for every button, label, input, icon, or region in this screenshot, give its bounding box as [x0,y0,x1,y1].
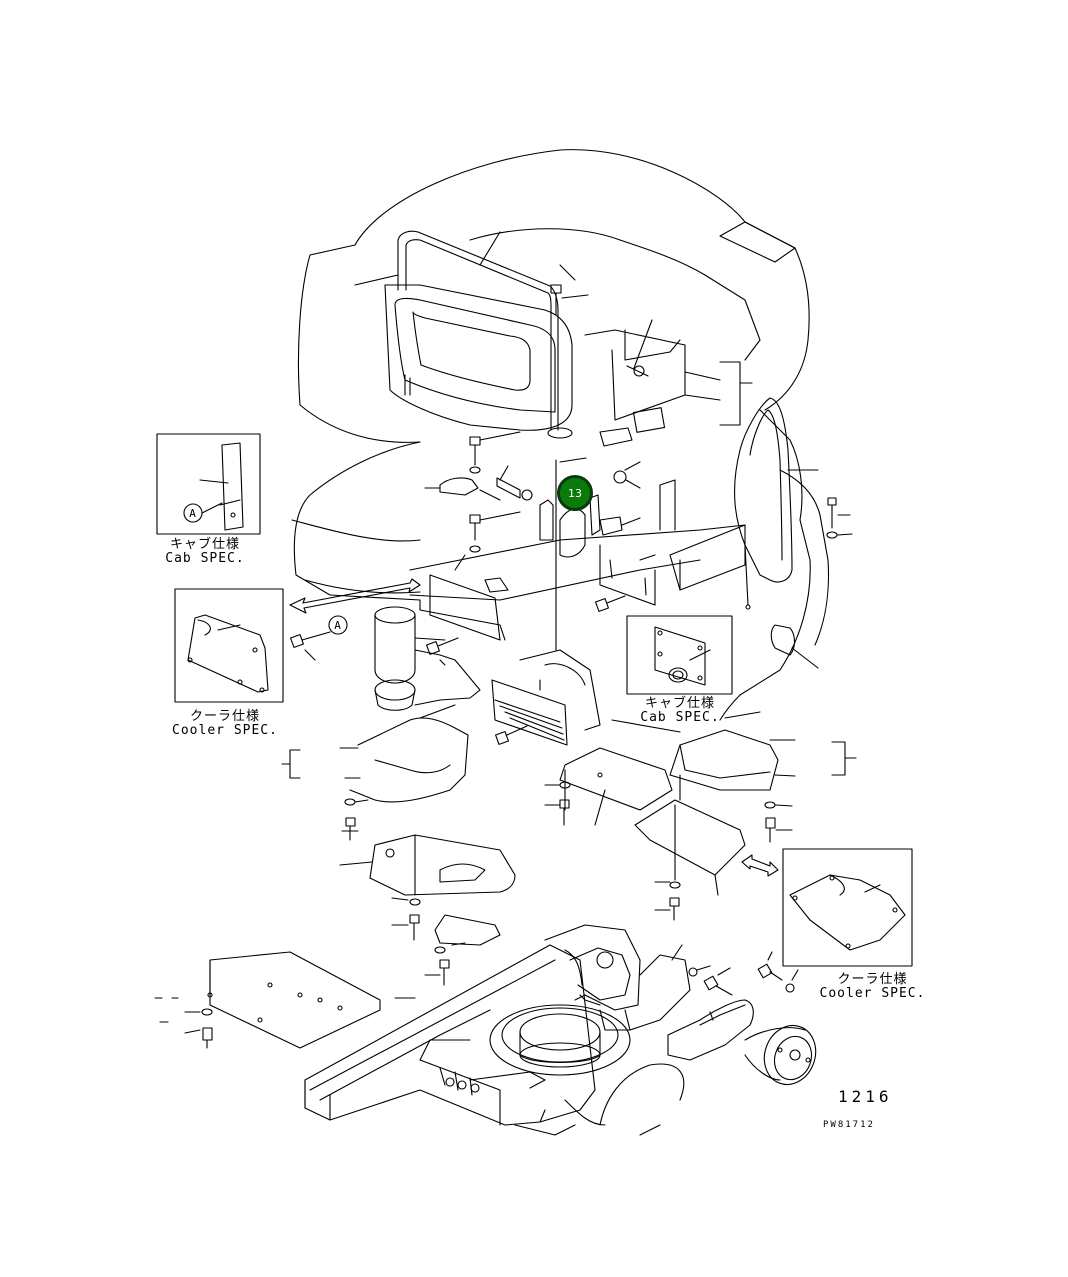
inset-caption-cooler-2: クーラ仕様 Cooler SPEC. [810,973,935,1001]
drawing-code: PW81712 [823,1120,875,1130]
handrail [355,231,572,438]
double-arrow-left [290,579,420,613]
inset-caption-cooler-1: クーラ仕様 Cooler SPEC. [165,710,285,738]
bolts-left [291,596,625,665]
under-covers-left [282,705,468,840]
caption-en: Cab SPEC. [165,551,245,566]
caption-jp: クーラ仕様 [189,709,260,724]
door-panel [385,285,572,430]
inset-caption-cab-1: キャブ仕様 Cab SPEC. [150,538,260,566]
caption-en: Cooler SPEC. [819,986,926,1001]
inset-cooler-spec-1 [175,589,347,702]
center-brackets [425,432,640,650]
caption-en: Cooler SPEC. [172,723,278,738]
inset-caption-cab-2: キャブ仕様 Cab SPEC. [625,697,735,725]
caption-jp: キャブ仕様 [169,537,240,552]
hood-outline [298,150,809,443]
caption-jp: クーラ仕様 [837,972,908,987]
right-reflector [771,625,818,668]
ref-mark-a-1: A [189,507,197,520]
louver-cover [492,650,600,745]
bolt-top [551,285,588,315]
ref-mark-a-2: A [334,619,342,632]
tall-side-cover [735,398,818,609]
double-arrow-right [742,855,778,876]
inset-cooler-spec-2 [783,849,912,966]
upper-frame [292,410,828,720]
swing-boss [375,607,480,710]
caption-jp: キャブ仕様 [644,696,715,711]
side-plates [585,320,752,446]
frame-rails [410,480,745,640]
small-cover [425,915,500,985]
bolts-right [827,498,852,538]
caption-en: Cab SPEC. [640,710,720,725]
inset-cab-spec-1 [157,434,260,534]
under-covers-right [545,712,856,920]
lower-frame [155,925,824,1135]
under-cover-center [340,835,515,940]
callout-13-hotspot[interactable]: 13 [557,475,593,511]
page-number: 1216 [838,1087,893,1106]
inset-cab-spec-2 [627,616,732,694]
